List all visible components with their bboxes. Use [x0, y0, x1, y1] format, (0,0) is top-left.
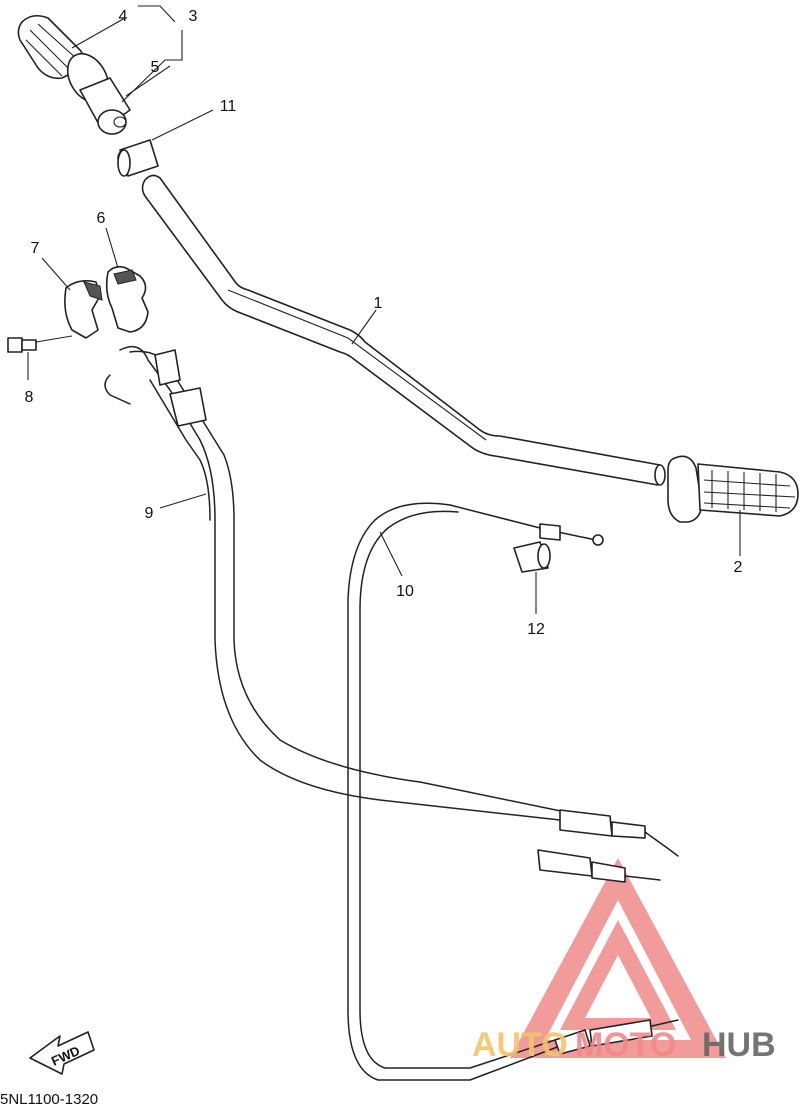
- callout-4: 4: [119, 8, 128, 25]
- callout-6: 6: [97, 210, 106, 227]
- left-grip-assembly: [17, 14, 131, 135]
- bar-collar: [117, 139, 159, 177]
- fwd-arrow: FWD: [29, 1031, 95, 1075]
- handlebar: [117, 147, 666, 486]
- callout-1: 1: [374, 295, 383, 312]
- screw: [7, 337, 37, 353]
- callouts: 4 3 5 11 6 7 8 1 9 2 10 12: [25, 8, 743, 638]
- watermark-hub: HUB: [702, 1026, 776, 1064]
- callout-7: 7: [31, 240, 40, 257]
- watermark-logo: [510, 858, 726, 1058]
- throttle-cables: [104, 345, 679, 883]
- throttle-housing: [64, 265, 149, 339]
- callout-10: 10: [396, 583, 414, 600]
- callout-5: 5: [151, 59, 160, 76]
- drawing-code: 5NL1100-1320: [0, 1091, 98, 1108]
- watermark-auto: AUTO: [472, 1026, 568, 1064]
- callout-8: 8: [25, 389, 34, 406]
- callout-11: 11: [220, 98, 237, 115]
- callout-3: 3: [189, 8, 198, 25]
- cable-10: [347, 502, 679, 1081]
- callout-2: 2: [734, 559, 743, 576]
- cable-adjuster: [513, 541, 551, 573]
- leader-lines: [27, 5, 741, 614]
- callout-9: 9: [145, 505, 154, 522]
- right-grip: [667, 455, 799, 523]
- callout-12: 12: [527, 621, 545, 638]
- watermark-moto: MOTO: [575, 1026, 676, 1064]
- watermark-text: AUTO MOTO HUB: [472, 1026, 776, 1064]
